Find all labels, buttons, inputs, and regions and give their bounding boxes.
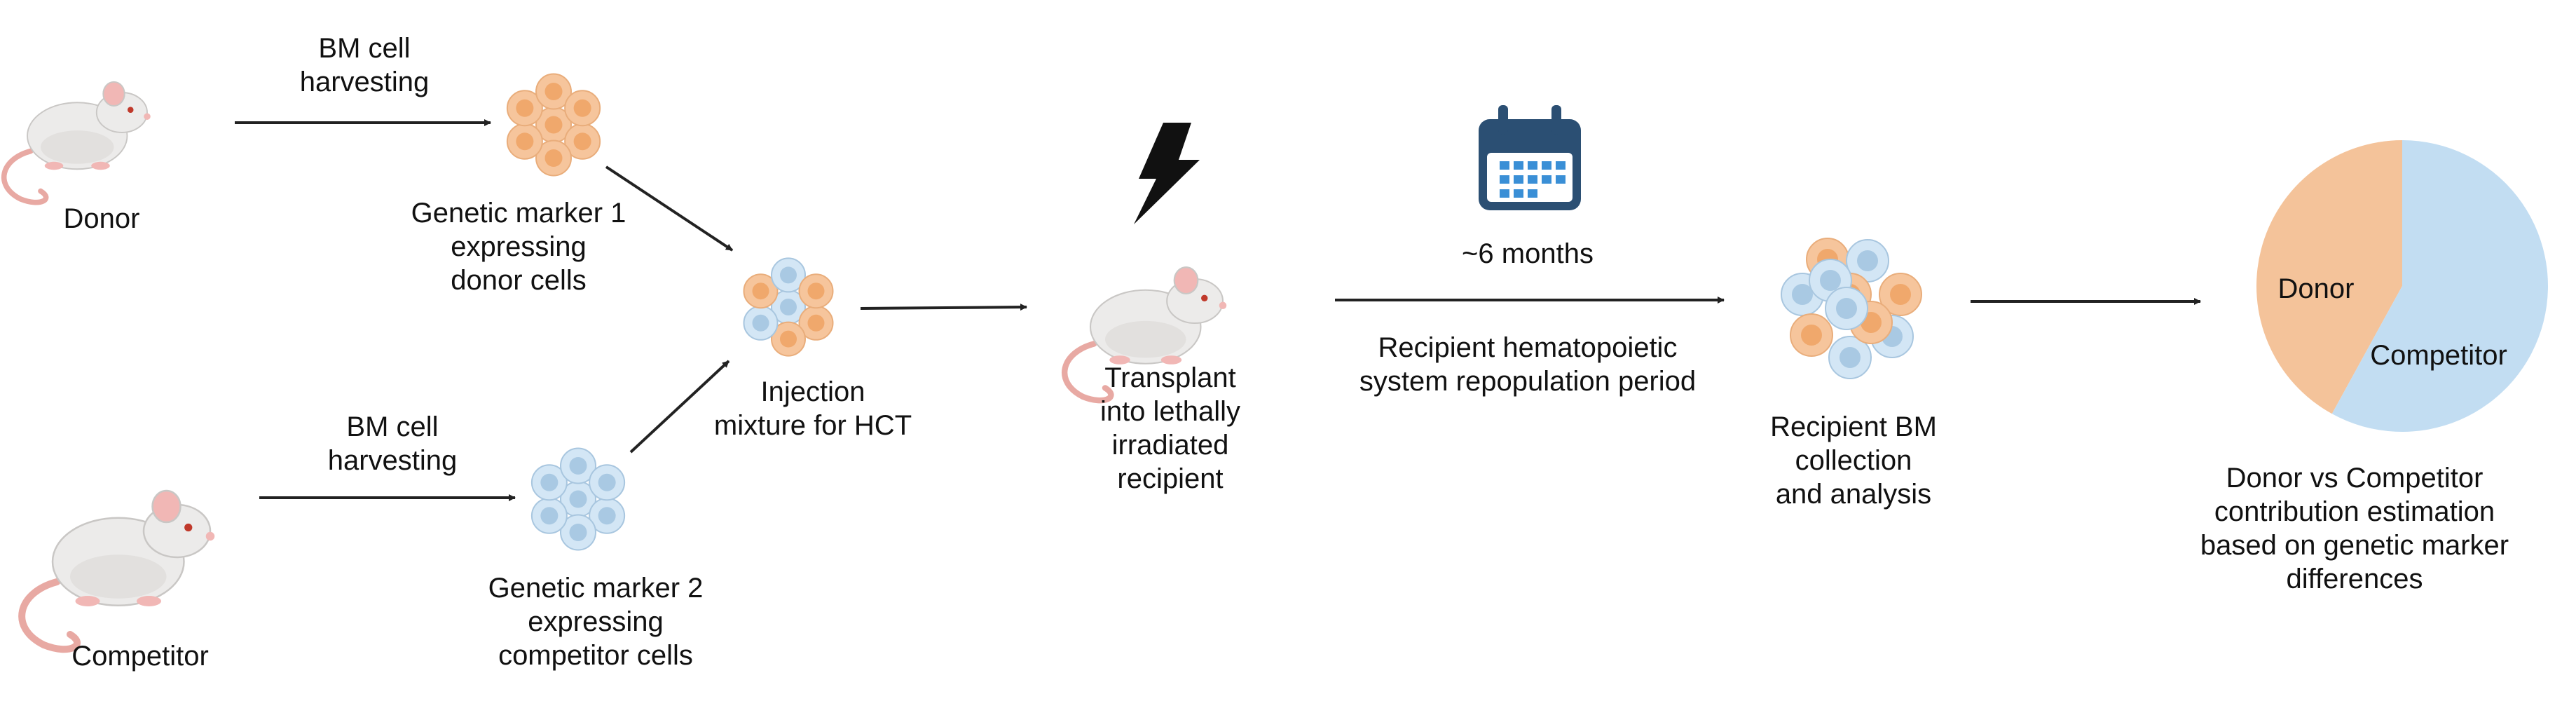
donor-label: Donor xyxy=(63,203,140,234)
duration-label: ~6 months xyxy=(1462,238,1594,269)
competitor-cell xyxy=(530,464,568,501)
donor-cell xyxy=(564,90,601,127)
cell-clusters xyxy=(506,73,1922,551)
competitor-cell xyxy=(1828,336,1872,379)
competitor-mouse-icon xyxy=(22,491,214,649)
pie-slice-donor xyxy=(2256,140,2402,414)
donor-cell-cluster xyxy=(506,73,601,177)
arrow-marker2-to-mix xyxy=(629,360,730,454)
pie-chart xyxy=(2256,140,2548,433)
competitor-cell xyxy=(743,305,779,341)
competitor-cell xyxy=(560,447,596,484)
donor-cell xyxy=(798,273,834,309)
calendar-icon xyxy=(1479,105,1581,210)
competitor-cell xyxy=(771,290,806,325)
donor-cell xyxy=(1790,313,1833,357)
recipient-bm-cell-cluster xyxy=(1781,238,1922,379)
arrow-mix-to-recipient xyxy=(860,304,1027,311)
lightning-bolt-icon xyxy=(1134,123,1200,224)
donor-mouse-icon xyxy=(4,82,151,203)
donor-cell xyxy=(535,139,572,177)
arrow-marker1-to-mix xyxy=(605,165,734,252)
pie-donor-label: Donor xyxy=(2277,273,2355,304)
donor-cell xyxy=(535,73,572,110)
donor-cell xyxy=(506,90,543,127)
pie-slice-competitor xyxy=(2331,140,2548,433)
donor-cell xyxy=(1879,273,1922,316)
donor-cell xyxy=(771,321,806,357)
competitor-cell xyxy=(771,257,806,293)
competitor-cell xyxy=(589,464,626,501)
mixture-cell-cluster xyxy=(743,257,834,357)
competitor-cell xyxy=(530,497,568,534)
donor-cell xyxy=(743,273,779,309)
competitor-cell-cluster xyxy=(530,447,626,551)
donor-cell xyxy=(798,305,834,341)
competitor-cell xyxy=(589,497,626,534)
donor-cell xyxy=(506,123,543,160)
arrows xyxy=(235,119,2201,501)
competitor-label: Competitor xyxy=(71,641,209,672)
competitor-cell xyxy=(1825,287,1868,330)
pie-competitor-label: Competitor xyxy=(2370,340,2507,371)
competitor-cell xyxy=(560,514,596,551)
